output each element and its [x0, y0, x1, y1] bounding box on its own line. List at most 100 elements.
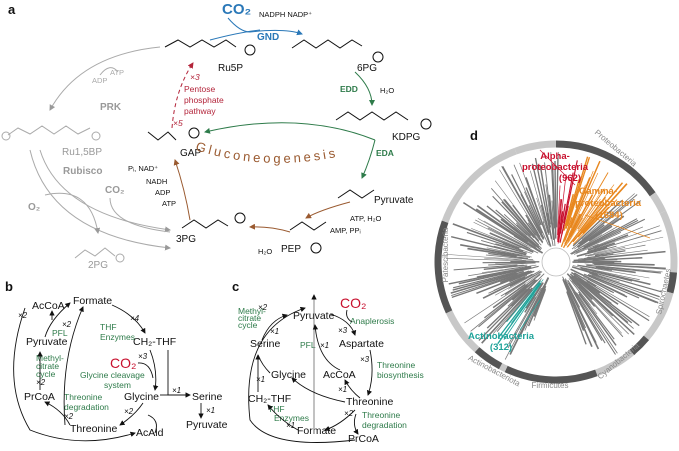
tree-branch [471, 228, 522, 249]
panel-d: d Alpha- proteobacteria (962) Gamma- pro… [434, 128, 678, 390]
tree-branch [446, 254, 522, 260]
pentose-arrow [171, 62, 194, 129]
tree-branch [591, 270, 633, 282]
tree-branch [589, 272, 620, 283]
tree-branch [494, 180, 540, 241]
tree-branch [511, 279, 537, 301]
eda-arrow-pyruvate [361, 139, 376, 179]
tree-branch [573, 257, 606, 262]
tree-branch [511, 174, 541, 231]
phosphate-icon [115, 253, 125, 263]
metabolite-gap: GAP [180, 148, 201, 159]
pathway-thrbio1: Threonine [377, 360, 416, 370]
tree-branch [572, 182, 624, 243]
tree-branch [525, 282, 544, 309]
cofactor-nadph-nadp: NADPH NADP⁺ [259, 10, 312, 19]
tree-branch [507, 287, 542, 349]
tree-branch [559, 203, 566, 234]
tree-branch [513, 164, 541, 226]
tree-branch [581, 193, 635, 240]
clade-actino-name: Actinobacteria [468, 331, 535, 342]
tree-branch [492, 283, 526, 309]
tree-branch [594, 250, 626, 257]
pathway-thrdeg1: Threonine [362, 410, 401, 420]
ring-segment [441, 147, 517, 223]
clade-gamma-count: (1684) [595, 210, 622, 221]
clade-leader-line [539, 149, 576, 186]
panel-b: b AcCoA Formate Pyruvate CH₂-THF CO₂ Gly… [5, 279, 228, 442]
tree-branch [539, 165, 552, 228]
tree-branch [486, 247, 532, 258]
tree-branch [577, 264, 612, 271]
ring-segment [659, 210, 678, 273]
metabolite-ru15bp: Ru1,5BP [62, 147, 102, 158]
tree-branch [577, 198, 601, 232]
node-threonine: Threonine [70, 423, 117, 435]
tree-branch [493, 245, 527, 256]
tree-branch [475, 208, 544, 254]
tree-branch [508, 296, 536, 345]
tree-branch [582, 218, 646, 250]
tree-branch [483, 273, 541, 319]
stoich: ×1 [320, 341, 329, 350]
phosphate-icon [310, 242, 322, 254]
metabolite-pyruvate: Pyruvate [374, 195, 414, 206]
phosphate-icon [420, 118, 432, 130]
6pg-structure [291, 39, 363, 49]
tree-branch [571, 280, 595, 307]
tree-branch [568, 278, 598, 315]
o2-label: O₂ [28, 202, 40, 213]
node-acoa: AcCoA [323, 369, 356, 381]
tree-branch [568, 189, 603, 243]
tree-branch [554, 160, 557, 239]
tree-branch [588, 225, 613, 242]
ring-segment [514, 140, 557, 155]
pentose-line1: Pentose [184, 84, 215, 94]
tree-branch [536, 197, 545, 223]
tree-branch [509, 273, 533, 287]
tree-branch [451, 273, 518, 297]
clade-alpha-count: (962) [559, 173, 581, 184]
tree-branch [504, 199, 539, 241]
enzyme-eda: EDA [376, 148, 394, 158]
tree-branch [565, 278, 584, 311]
tree-branch [577, 277, 601, 294]
tree-branch [556, 152, 559, 227]
clade-leader-line [584, 214, 651, 239]
tree-branch [473, 222, 528, 249]
pathway-pfl: PFL [300, 340, 316, 350]
tree-branch [576, 281, 614, 317]
tree-branch [558, 211, 564, 243]
tree-branch [488, 252, 528, 260]
tree-branch [486, 279, 538, 329]
tree-branch [573, 272, 597, 287]
tree-branch [481, 287, 533, 344]
stoich: ×2 [258, 303, 268, 312]
tree-branch [577, 194, 638, 245]
tree-branch [483, 220, 532, 249]
tree-branch [546, 212, 554, 246]
node-pyruvate: Pyruvate [26, 336, 68, 348]
phosphate-icon [234, 212, 246, 224]
tree-branch [559, 160, 578, 243]
enzyme-gnd: GND [257, 32, 279, 43]
tree-branch [534, 157, 553, 239]
tree-branch [566, 194, 594, 242]
ring-segment [498, 363, 508, 373]
ring-segment [474, 347, 503, 370]
stoich: ×2 [62, 320, 72, 329]
pathway-thrdeg2: degradation [362, 420, 407, 430]
pathway-methyl1: Methyl- [238, 306, 266, 316]
ring-segment [666, 271, 678, 294]
rubisco-arrow-1 [39, 149, 171, 233]
pathway-methyl1: Methyl- [36, 353, 64, 363]
tree-branch [578, 293, 617, 346]
pentose-line3: pathway [184, 106, 216, 116]
tree-branch [499, 169, 539, 234]
tree-branch [458, 266, 531, 285]
pathway-thrdeg2: degradation [64, 402, 109, 412]
gluconeogenesis-label: Gluconeogenesis [194, 139, 339, 166]
tree-branch [583, 273, 640, 299]
enzyme-edd: EDD [340, 84, 358, 94]
node-formate: Formate [73, 295, 112, 307]
